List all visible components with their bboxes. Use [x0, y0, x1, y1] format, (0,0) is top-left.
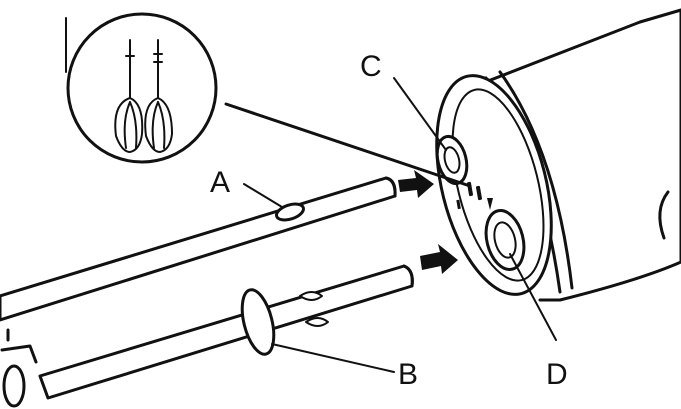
- insert-arrow-upper: [398, 170, 434, 198]
- leader-line-c: [393, 77, 447, 151]
- flange-b: [240, 288, 276, 356]
- insert-arrow-lower: [420, 244, 458, 274]
- whisk-inset: [66, 12, 218, 164]
- callout-label-b: B: [398, 358, 418, 391]
- inset-pointer-line: [224, 102, 472, 188]
- beater-handle-ends: [0, 328, 38, 408]
- beater-upper: [0, 176, 397, 322]
- beater-lower: [38, 264, 414, 400]
- leader-line-a: [243, 183, 283, 208]
- socket-d: [484, 209, 526, 271]
- callout-label-d: D: [546, 358, 568, 391]
- leader-line-d: [509, 253, 557, 341]
- callout-label-c: C: [360, 50, 382, 83]
- leader-line-b: [271, 343, 395, 373]
- callout-label-a: A: [210, 166, 230, 199]
